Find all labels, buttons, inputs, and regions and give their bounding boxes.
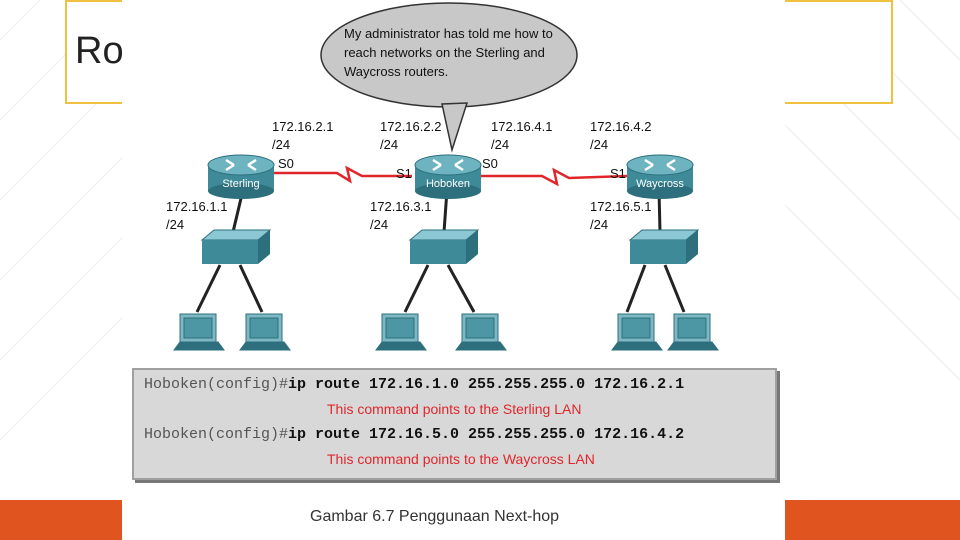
interface-label: S1 xyxy=(610,166,626,181)
interface-label: S1 xyxy=(396,166,412,181)
pc-icon xyxy=(455,313,507,351)
pc-icon xyxy=(375,313,427,351)
command-line-2: Hoboken(config)#ip route 172.16.5.0 255.… xyxy=(144,426,685,443)
switch-sterling-icon xyxy=(200,229,272,264)
router-label-sterling: Sterling xyxy=(222,178,260,190)
pc-icon xyxy=(611,313,663,351)
interface-label: S0 xyxy=(278,156,294,171)
ip-label-hoboken-s1: 172.16.2.2/24 xyxy=(380,119,442,152)
figure-caption: Gambar 6.7 Penggunaan Next-hop xyxy=(310,508,560,525)
topology-drawing xyxy=(173,2,719,351)
speech-bubble-tail xyxy=(441,102,469,153)
router-label-waycross: Waycross xyxy=(636,178,684,190)
command-box: Hoboken(config)#ip route 172.16.1.0 255.… xyxy=(132,368,777,480)
router-label-hoboken: Hoboken xyxy=(425,178,471,190)
serial-link-hoboken-waycross xyxy=(480,167,628,187)
pc-icon xyxy=(667,313,719,351)
pc-icon xyxy=(239,313,291,351)
switch-waycross-icon xyxy=(628,229,700,264)
command-line-1: Hoboken(config)#ip route 172.16.1.0 255.… xyxy=(144,376,685,393)
slide-title: Ro xyxy=(75,30,124,72)
ip-label-hoboken-s0: 172.16.4.1/24 xyxy=(491,119,553,152)
router-sterling-icon xyxy=(207,154,275,199)
pc-icon xyxy=(173,313,225,351)
ip-label-waycross-serial: 172.16.4.2/24 xyxy=(590,119,652,152)
serial-link-sterling-hoboken xyxy=(274,165,412,184)
ip-label-waycross-lan: 172.16.5.1/24 xyxy=(590,199,652,232)
ip-label-sterling-lan: 172.16.1.1/24 xyxy=(166,199,228,232)
router-hoboken-icon xyxy=(414,154,482,199)
command-note-2: This command points to the Waycross LAN xyxy=(327,451,595,467)
speech-bubble-text: My administrator has told me how to reac… xyxy=(344,26,553,79)
interface-label: S0 xyxy=(482,156,498,171)
ip-label-sterling-serial: 172.16.2.1/24 xyxy=(272,119,334,152)
command-note-1: This command points to the Sterling LAN xyxy=(327,401,582,417)
network-figure: My administrator has told me how to reac… xyxy=(122,0,785,540)
ip-label-hoboken-lan: 172.16.3.1/24 xyxy=(370,199,432,232)
router-waycross-icon xyxy=(626,154,694,199)
switch-hoboken-icon xyxy=(408,229,480,264)
